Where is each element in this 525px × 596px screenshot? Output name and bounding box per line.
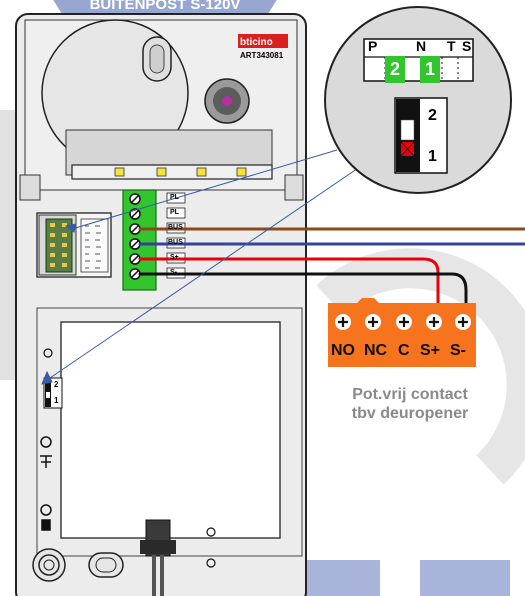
terminal-label: BUS — [168, 239, 183, 246]
zoom-terminal-label: P — [368, 38, 378, 54]
contact-label: S+ — [420, 342, 441, 359]
terminal-label: PL — [170, 209, 179, 216]
terminal-label: BUS — [168, 224, 183, 231]
lock-release-icon — [40, 436, 52, 468]
contact-label: C — [398, 342, 410, 359]
jumper-label: 1 — [425, 59, 436, 79]
terminal-screws — [129, 193, 141, 280]
contact-caption-line1: Pot.vrij contact — [352, 386, 468, 403]
jumper-2 — [385, 56, 405, 83]
wiring — [138, 227, 525, 320]
contact-caption-line2: tbv deuropener — [351, 405, 469, 422]
panel-switch-label: 2 — [54, 380, 59, 389]
oval-button — [88, 552, 124, 578]
contact-label: NC — [364, 342, 388, 359]
model-number: ART343081 — [240, 51, 284, 60]
title-banner — [53, 0, 277, 14]
door-panel — [15, 13, 307, 596]
contact-caption: Pot.vrij contact tbv deuropener — [325, 385, 495, 423]
switch-position-label: 1 — [428, 148, 437, 165]
jumper-label: 2 — [390, 59, 401, 79]
switch-position-label: 2 — [428, 107, 437, 124]
contact-label: NO — [331, 342, 355, 359]
module-opening — [60, 321, 281, 539]
terminal-label: PL — [170, 194, 179, 201]
push-button — [32, 548, 66, 582]
zoom-leader-lines — [41, 149, 371, 385]
page-title: BUITENPOST S-120V — [89, 0, 241, 13]
zoom-terminal-label: N — [416, 38, 427, 54]
terminal-label: S+ — [170, 254, 179, 261]
panel-switch-label: 1 — [54, 396, 59, 405]
brand-badge — [238, 34, 288, 48]
contact-screws — [335, 314, 471, 330]
zoom-terminal-label: S — [462, 38, 472, 54]
contact-label: S- — [450, 342, 466, 359]
bell-icon — [40, 504, 52, 531]
brand-label: bticino — [240, 37, 273, 48]
terminal-label: S- — [170, 269, 177, 276]
contact-block — [328, 298, 476, 367]
jumper-1 — [420, 56, 440, 83]
zoom-terminal-label: T — [447, 38, 456, 54]
zoom-callout — [324, 6, 512, 194]
zoom-terminal-strip — [363, 38, 474, 82]
